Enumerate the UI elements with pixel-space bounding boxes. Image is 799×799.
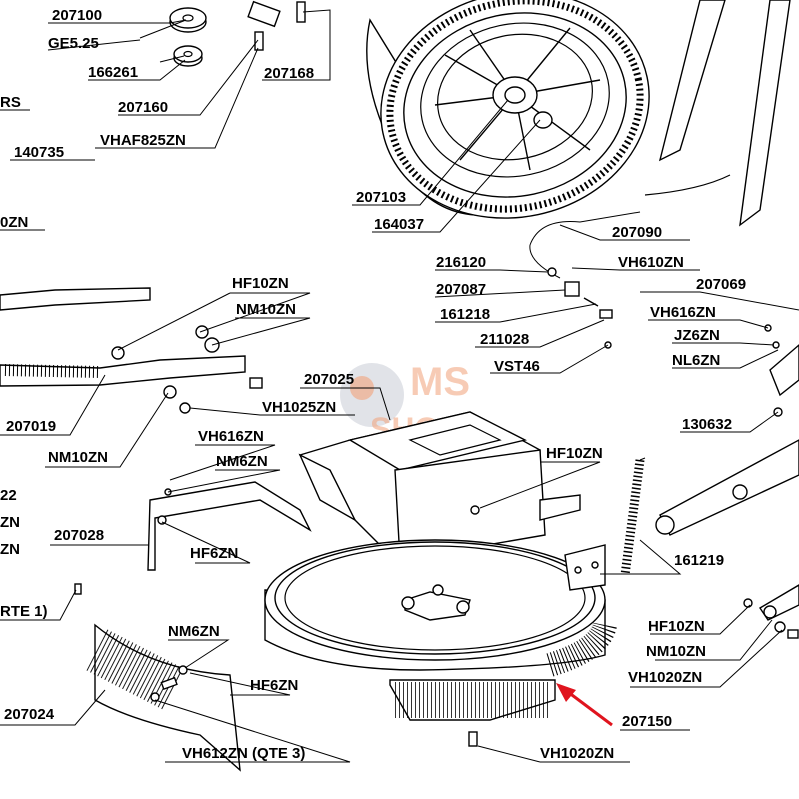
wheel bbox=[366, 0, 650, 219]
label-nm6zn-left: NM6ZN bbox=[216, 453, 268, 470]
label-hf10zn-right: HF10ZN bbox=[648, 618, 705, 635]
red-arrow bbox=[556, 683, 613, 727]
label-hf6zn-bottom: HF6ZN bbox=[250, 677, 298, 694]
label-hf6zn-left: HF6ZN bbox=[190, 545, 238, 562]
label-161218: 161218 bbox=[440, 306, 490, 323]
right-bolts bbox=[743, 584, 799, 639]
label-vh1020zn-bottom: VH1020ZN bbox=[540, 745, 614, 762]
label-207168: 207168 bbox=[264, 65, 314, 82]
label-211028: 211028 bbox=[480, 331, 529, 348]
label-nm10zn-left: NM10ZN bbox=[48, 449, 108, 466]
label-216120: 216120 bbox=[436, 254, 486, 271]
label-jz6zn: JZ6ZN bbox=[674, 327, 720, 344]
label-zn-b: ZN bbox=[0, 541, 20, 558]
label-207160: 207160 bbox=[118, 99, 168, 116]
label-207028: 207028 bbox=[54, 527, 104, 544]
lever-arm bbox=[655, 324, 799, 536]
label-vh616zn-right: VH616ZN bbox=[650, 304, 716, 321]
label-161219: 161219 bbox=[674, 552, 724, 569]
bar-207019 bbox=[0, 287, 263, 414]
label-hf10zn-top: HF10ZN bbox=[232, 275, 289, 292]
label-vh1025zn: VH1025ZN bbox=[262, 399, 336, 416]
label-nm10zn-right: NM10ZN bbox=[646, 643, 706, 660]
label-130632: 130632 bbox=[682, 416, 732, 433]
label-zn-a: ZN bbox=[0, 514, 20, 531]
label-hf10zn-center: HF10ZN bbox=[546, 445, 603, 462]
label-vh612zn-qte3: VH612ZN (QTE 3) bbox=[182, 745, 305, 762]
cable-parts bbox=[547, 267, 613, 349]
spring-161219 bbox=[620, 457, 646, 576]
guard-207024 bbox=[74, 583, 241, 772]
leader-lines bbox=[0, 9, 799, 763]
cable bbox=[529, 211, 641, 246]
label-207090: 207090 bbox=[612, 224, 662, 241]
label-207087: 207087 bbox=[436, 281, 486, 298]
label-166261: 166261 bbox=[88, 64, 138, 81]
label-vhaf825zn: VHAF825ZN bbox=[100, 132, 186, 149]
watermark-top: MS bbox=[410, 360, 470, 404]
handle-bars bbox=[644, 0, 791, 227]
label-nm6zn-bottom: NM6ZN bbox=[168, 623, 220, 640]
label-207025: 207025 bbox=[304, 371, 354, 388]
bracket-207028 bbox=[147, 481, 312, 571]
label-164037: 164037 bbox=[374, 216, 424, 233]
label-vh1020zn-right: VH1020ZN bbox=[628, 669, 702, 686]
pulley-group bbox=[139, 0, 306, 67]
label-207069: 207069 bbox=[696, 276, 746, 293]
deck-207150 bbox=[264, 539, 617, 747]
label-vh616zn-left: VH616ZN bbox=[198, 428, 264, 445]
label-vst46: VST46 bbox=[494, 358, 540, 375]
label-ge5-25: GE5.25 bbox=[48, 35, 99, 52]
label-207024: 207024 bbox=[4, 706, 55, 723]
label-nl6zn: NL6ZN bbox=[672, 352, 720, 369]
label-207019: 207019 bbox=[6, 418, 56, 435]
label-207150: 207150 bbox=[622, 713, 672, 730]
label-vh610zn: VH610ZN bbox=[618, 254, 684, 271]
label-rte-1: RTE 1) bbox=[0, 603, 48, 620]
label-207103: 207103 bbox=[356, 189, 406, 206]
label-nm10zn-top: NM10ZN bbox=[236, 301, 296, 318]
label-140735: 140735 bbox=[14, 144, 64, 161]
label-207100: 207100 bbox=[52, 7, 102, 24]
part-labels: 207100 GE5.25 166261 207160 VHAF825ZN 20… bbox=[0, 7, 746, 762]
label-0zn: 0ZN bbox=[0, 214, 28, 231]
label-rs: RS bbox=[0, 94, 21, 111]
housing-207025 bbox=[298, 411, 581, 561]
label-22: 22 bbox=[0, 487, 17, 504]
